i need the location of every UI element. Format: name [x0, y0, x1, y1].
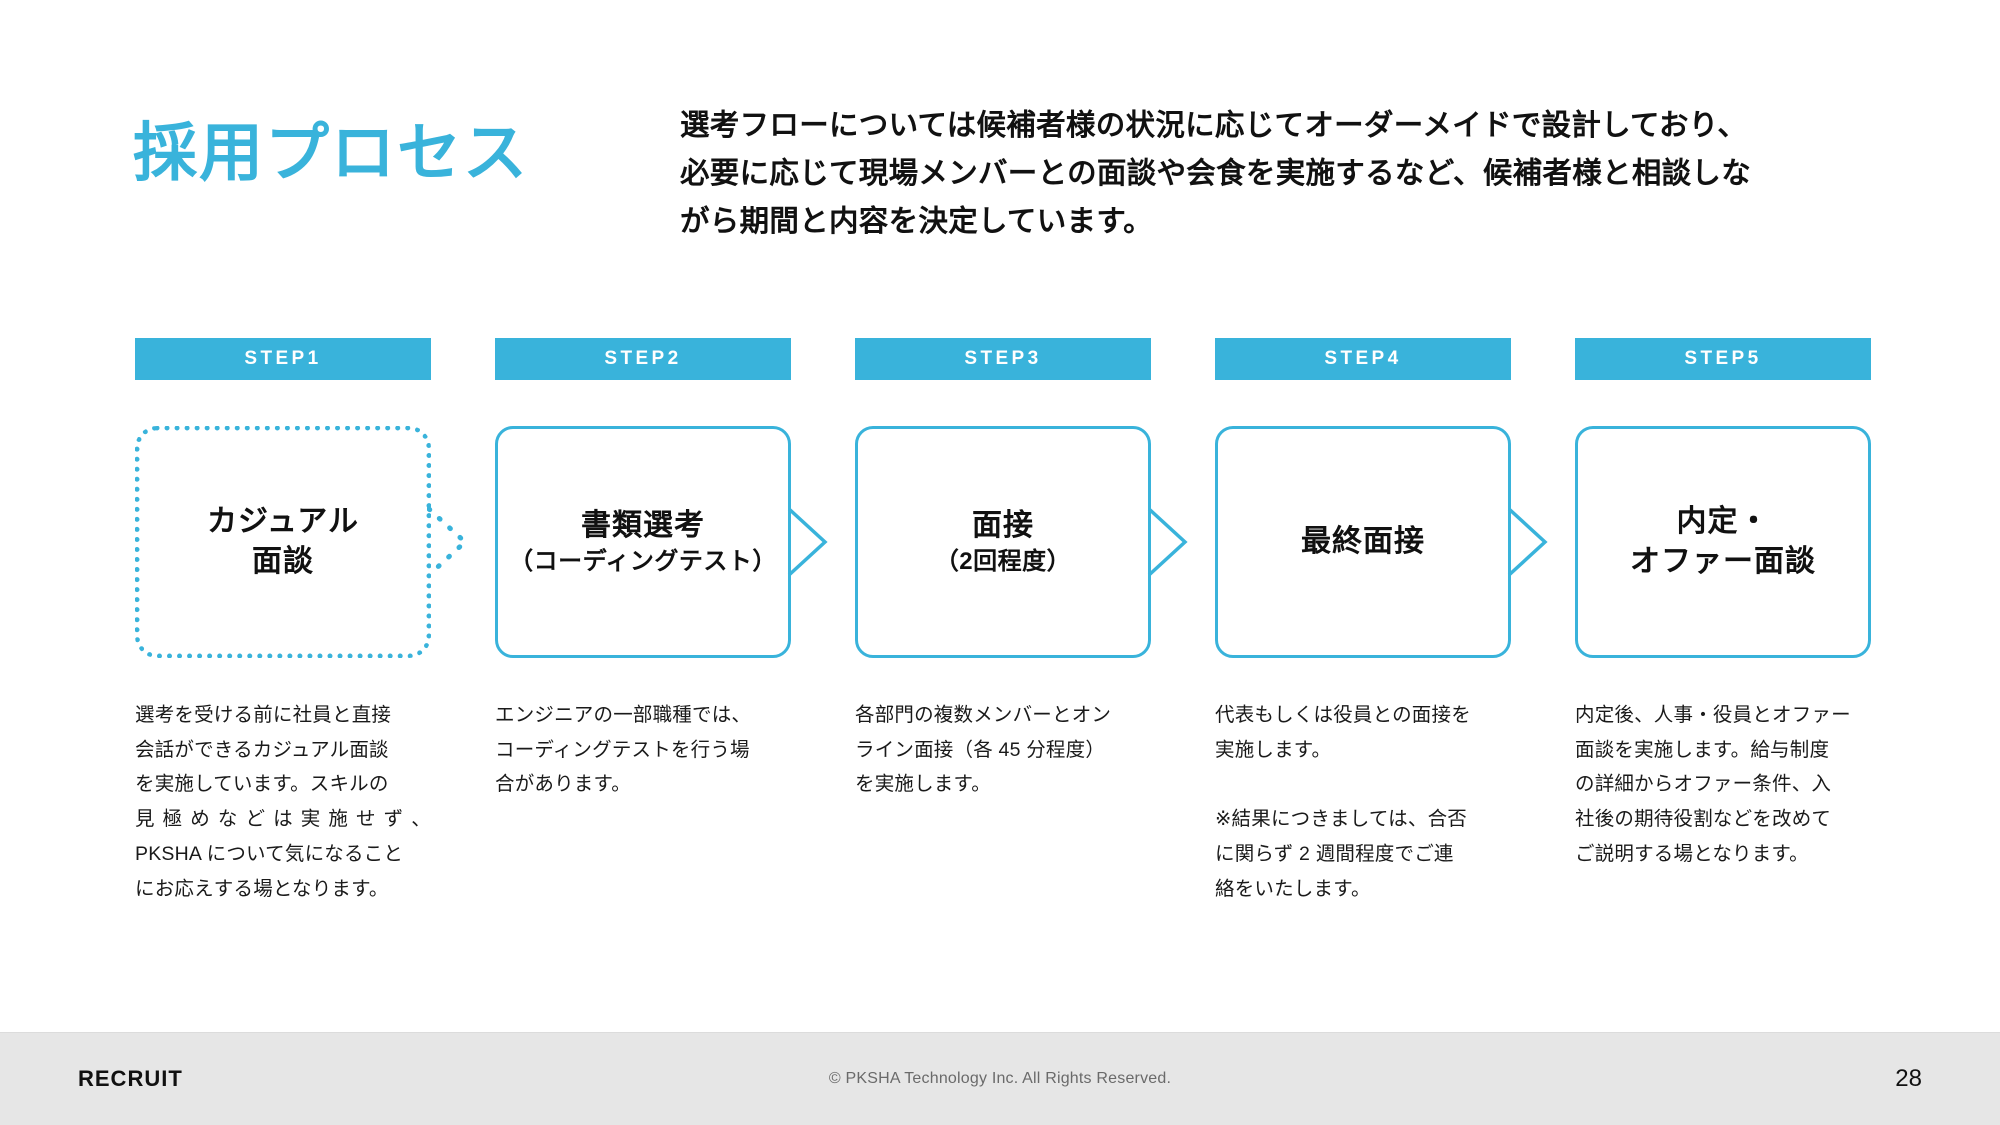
footer-copyright: © PKSHA Technology Inc. All Rights Reser…: [828, 1070, 1172, 1087]
caption-line: 各部門の複数メンバーとオン: [855, 704, 1112, 726]
caption-line: 面談を実施します。給与制度: [1575, 738, 1830, 761]
caption-line: を実施します。: [855, 773, 991, 796]
step-box-text-3: 面接 （2回程度）: [935, 506, 1071, 577]
caption-line: PKSHA について気になること: [135, 842, 404, 865]
step-box-4: 最終面接: [1215, 426, 1511, 658]
step-caption-1: 選考を受ける前に社員と直接 会話ができるカジュアル面談 を実施しています。スキル…: [135, 698, 431, 906]
caption-line: 合があります。: [495, 773, 631, 796]
slide-header: 採用プロセス 選考フローについては候補者様の状況に応じてオーダーメイドで設計して…: [0, 0, 2000, 300]
chevron-right-icon-dotted-1: [427, 506, 469, 578]
footer-page-number: 28: [1895, 1065, 1922, 1092]
step-column-1: STEP1 カジュアル 面談 選考を受ける前に社員と直接 会話ができるカジュアル…: [135, 338, 469, 906]
step-caption-2-block-1: エンジニアの一部職種では、 コーディングテストを行う場 合があります。: [495, 698, 791, 802]
step-box-wrap-1: カジュアル 面談: [135, 426, 469, 658]
step-badge-3: STEP3: [855, 338, 1151, 380]
step-column-3: STEP3 面接 （2回程度） 各部門の複数メンバーとオン ライン面接（各 45…: [855, 338, 1188, 802]
step-subtitle-1: 面談: [252, 545, 314, 578]
chevron-right-icon-3: [1147, 507, 1188, 577]
caption-line: 選考を受ける前に社員と直接: [135, 704, 392, 726]
step-caption-2: エンジニアの一部職種では、 コーディングテストを行う場 合があります。: [495, 698, 791, 802]
caption-line: 内定後、人事・役員とオファー: [1575, 704, 1851, 726]
caption-line: エンジニアの一部職種では、: [495, 704, 752, 726]
lead-line-2: 必要に応じて現場メンバーとの面談や会食を実施するなど、候補者様と相談しな: [680, 156, 1752, 190]
step-box-text-5: 内定・ オファー面談: [1630, 502, 1816, 581]
step-box-5: 内定・ オファー面談: [1575, 426, 1871, 658]
step-caption-3: 各部門の複数メンバーとオン ライン面接（各 45 分程度） を実施します。: [855, 698, 1151, 802]
caption-line: 社後の期待役割などを改めて: [1575, 808, 1832, 831]
lead-line-3: がら期間と内容を決定しています。: [680, 204, 1153, 238]
caption-line: コーディングテストを行う場: [495, 738, 750, 761]
caption-line: を実施しています。スキルの: [135, 773, 389, 796]
chevron-right-icon-4: [1507, 507, 1548, 577]
step-box-wrap-5: 内定・ オファー面談: [1575, 426, 1871, 658]
step-column-4: STEP4 最終面接 代表もしくは役員との面接を 実施します。 ※結果につきまし…: [1215, 338, 1548, 906]
step-box-wrap-4: 最終面接: [1215, 426, 1548, 658]
step-box-1: カジュアル 面談: [135, 426, 431, 658]
recruitment-process-flow: STEP1 カジュアル 面談 選考を受ける前に社員と直接 会話ができるカジュアル…: [0, 338, 2000, 958]
step-title-4: 最終面接: [1301, 525, 1425, 559]
step-caption-4-block-2: ※結果につきましては、合否 に関らず 2 週間程度でご連 絡をいたします。: [1215, 802, 1511, 906]
caption-line: ご説明する場となります。: [1575, 842, 1809, 865]
caption-line: 見極めなどは実施せず、: [135, 808, 431, 831]
caption-line: 実施します。: [1215, 738, 1332, 761]
page-title: 採用プロセス: [133, 117, 529, 189]
step-title-3: 面接: [971, 509, 1034, 543]
step-box-text-4: 最終面接: [1301, 522, 1425, 562]
step-caption-5-block-1: 内定後、人事・役員とオファー 面談を実施します。給与制度 の詳細からオファー条件…: [1575, 698, 1871, 872]
lead-paragraph: 選考フローについては候補者様の状況に応じてオーダーメイドで設計しており、 必要に…: [680, 102, 1900, 245]
step-badge-4: STEP4: [1215, 338, 1511, 380]
lead-line-1: 選考フローについては候補者様の状況に応じてオーダーメイドで設計しており、: [680, 109, 1748, 142]
step-caption-3-block-1: 各部門の複数メンバーとオン ライン面接（各 45 分程度） を実施します。: [855, 698, 1151, 802]
chevron-right-icon-2: [787, 507, 828, 577]
caption-line: 代表もしくは役員との面接を: [1215, 704, 1471, 726]
step-badge-5: STEP5: [1575, 338, 1871, 380]
step-column-2: STEP2 書類選考 （コーディングテスト） エンジニアの一部職種では、 コーデ…: [495, 338, 828, 802]
step-caption-4: 代表もしくは役員との面接を 実施します。 ※結果につきましては、合否 に関らず …: [1215, 698, 1511, 906]
caption-line: に関らず 2 週間程度でご連: [1215, 842, 1454, 865]
step-box-text-2: 書類選考 （コーディングテスト）: [509, 506, 777, 577]
step-badge-2: STEP2: [495, 338, 791, 380]
caption-line: ライン面接（各 45 分程度）: [855, 738, 1106, 761]
caption-line: にお応えする場となります。: [135, 877, 389, 900]
caption-line: 絡をいたします。: [1215, 877, 1371, 900]
step-caption-4-block-1: 代表もしくは役員との面接を 実施します。: [1215, 698, 1511, 767]
step-column-5: STEP5 内定・ オファー面談 内定後、人事・役員とオファー 面談を実施します…: [1575, 338, 1871, 872]
step-subtitle-3: （2回程度）: [934, 547, 1072, 575]
slide-footer: RECRUIT © PKSHA Technology Inc. All Righ…: [0, 1032, 2000, 1125]
step-subtitle-2: （コーディングテスト）: [509, 547, 777, 575]
step-caption-5: 内定後、人事・役員とオファー 面談を実施します。給与制度 の詳細からオファー条件…: [1575, 698, 1871, 872]
caption-line: の詳細からオファー条件、入: [1575, 773, 1832, 796]
step-badge-1: STEP1: [135, 338, 431, 380]
footer-section-label: RECRUIT: [78, 1066, 183, 1091]
step-box-text-1: カジュアル 面談: [207, 502, 359, 581]
step-caption-1-block-1: 選考を受ける前に社員と直接 会話ができるカジュアル面談 を実施しています。スキル…: [135, 698, 431, 906]
step-box-2: 書類選考 （コーディングテスト）: [495, 426, 791, 658]
step-box-wrap-3: 面接 （2回程度）: [855, 426, 1188, 658]
step-title-2: 書類選考: [580, 509, 705, 543]
step-subtitle-5: オファー面談: [1630, 545, 1816, 578]
caption-line: ※結果につきましては、合否: [1215, 808, 1467, 831]
step-title-5: 内定・: [1676, 505, 1770, 539]
step-box-wrap-2: 書類選考 （コーディングテスト）: [495, 426, 828, 658]
caption-line: 会話ができるカジュアル面談: [135, 738, 389, 761]
step-box-3: 面接 （2回程度）: [855, 426, 1151, 658]
step-title-1: カジュアル: [207, 505, 359, 539]
